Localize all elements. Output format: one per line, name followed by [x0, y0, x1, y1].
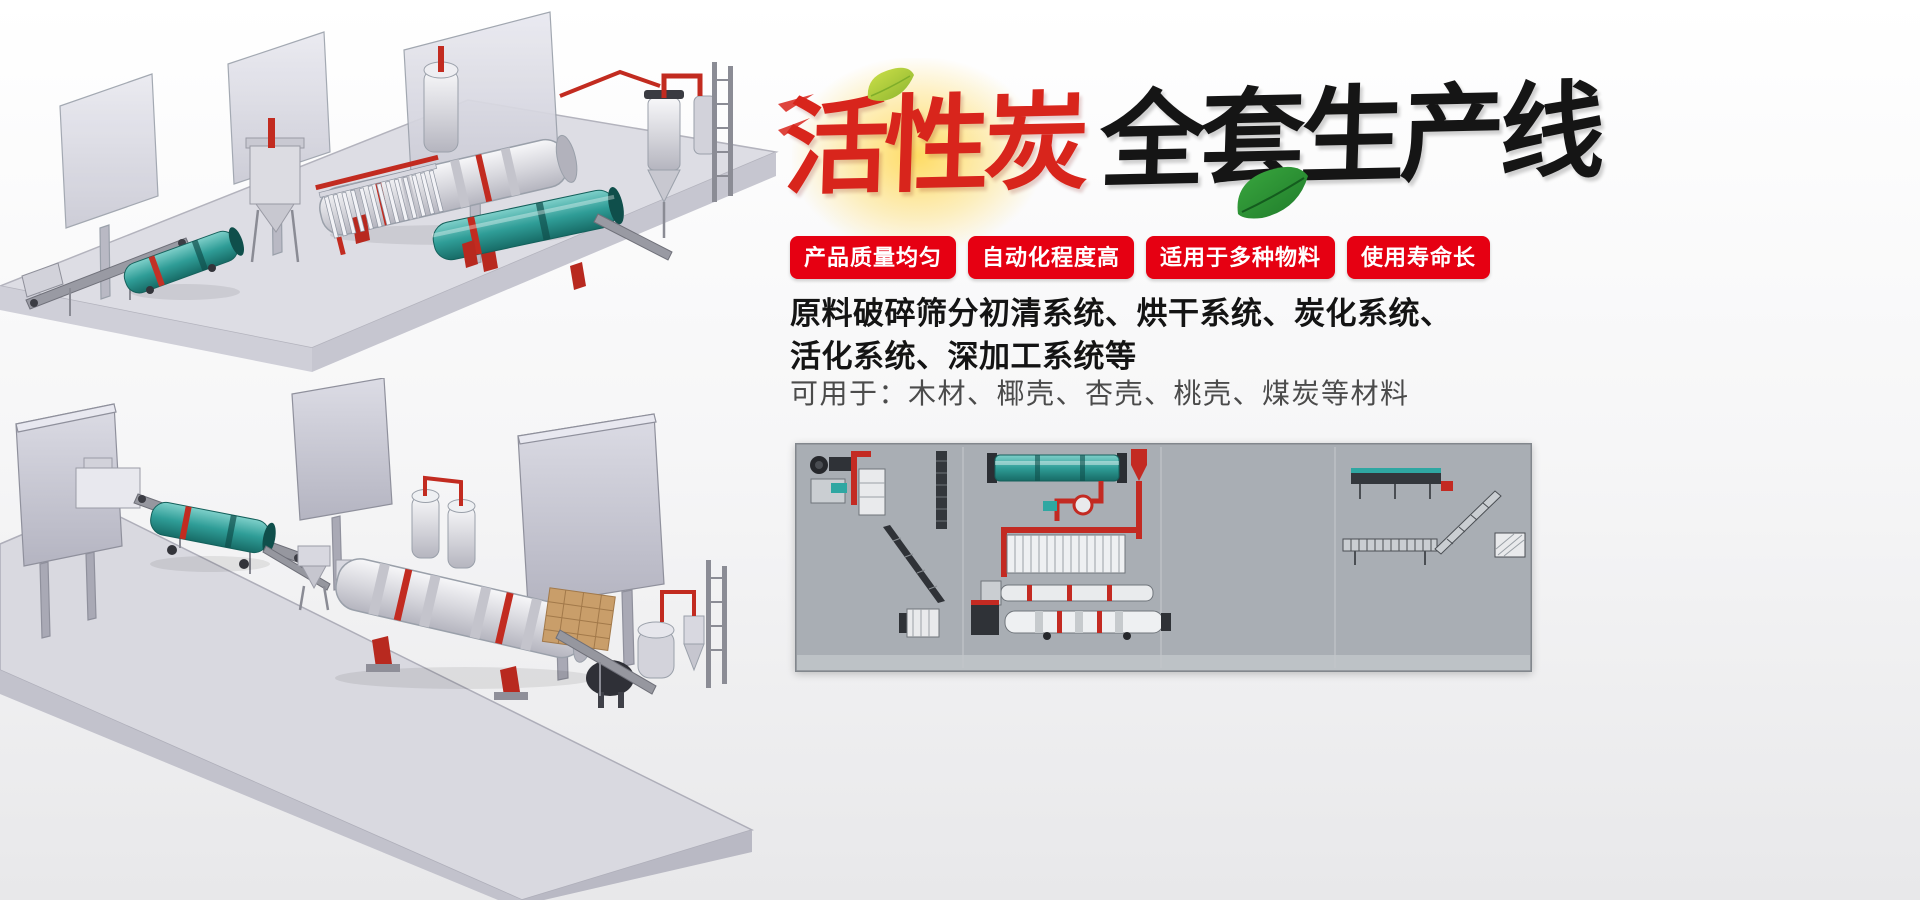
leaf-icon	[1237, 166, 1308, 219]
leaf-icon	[867, 67, 914, 101]
production-line-render-upper	[0, 11, 779, 372]
systems-line-1: 原料破碎筛分初清系统、烘干系统、炭化系统、	[790, 296, 1452, 331]
headline-black: 全套生产线	[1098, 73, 1602, 201]
production-line-render-lower	[0, 378, 755, 900]
badge-product-quality: 产品质量均匀	[790, 236, 957, 279]
badge-automation: 自动化程度高	[968, 236, 1135, 279]
feature-badges: 产品质量均匀 自动化程度高 适用于多种物料 使用寿命长	[790, 236, 1491, 279]
materials-note: 可用于：木材、椰壳、杏壳、桃壳、煤炭等材料	[790, 378, 1410, 409]
badge-long-lifespan: 使用寿命长	[1347, 236, 1491, 279]
headline-red: 活性炭	[782, 84, 1086, 208]
systems-description: 原料破碎筛分初清系统、烘干系统、炭化系统、 活化系统、深加工系统等	[790, 292, 1452, 378]
systems-line-2: 活化系统、深加工系统等	[790, 339, 1137, 374]
production-line-schematic	[795, 443, 1532, 672]
glow-highlight	[792, 58, 1042, 253]
badge-multi-material: 适用于多种物料	[1146, 236, 1336, 279]
brush-flick-icon	[778, 94, 814, 136]
